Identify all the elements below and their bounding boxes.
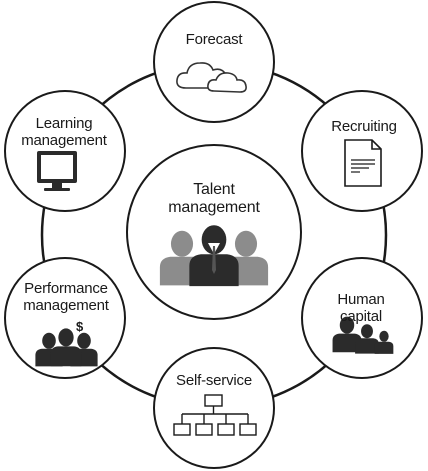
forecast-node <box>153 1 275 123</box>
document-icon <box>344 139 382 187</box>
people-dollar-icon: $ <box>35 319 98 367</box>
forecast-label: Forecast <box>185 31 243 48</box>
cloud-icon <box>176 62 247 93</box>
recruiting-label: Recruiting <box>331 118 397 135</box>
org-chart-icon <box>173 394 257 436</box>
human-capital-label: Human capital <box>337 291 385 325</box>
center-title: Talent management <box>168 181 260 216</box>
performance-node <box>4 257 126 379</box>
learning-label: Learning management <box>21 115 107 149</box>
self-service-label: Self-service <box>176 372 252 389</box>
monitor-icon <box>37 151 77 191</box>
performance-label: Performance management <box>23 280 109 314</box>
three-people-icon <box>159 225 269 287</box>
dollar-sign-icon: $ <box>76 319 84 334</box>
